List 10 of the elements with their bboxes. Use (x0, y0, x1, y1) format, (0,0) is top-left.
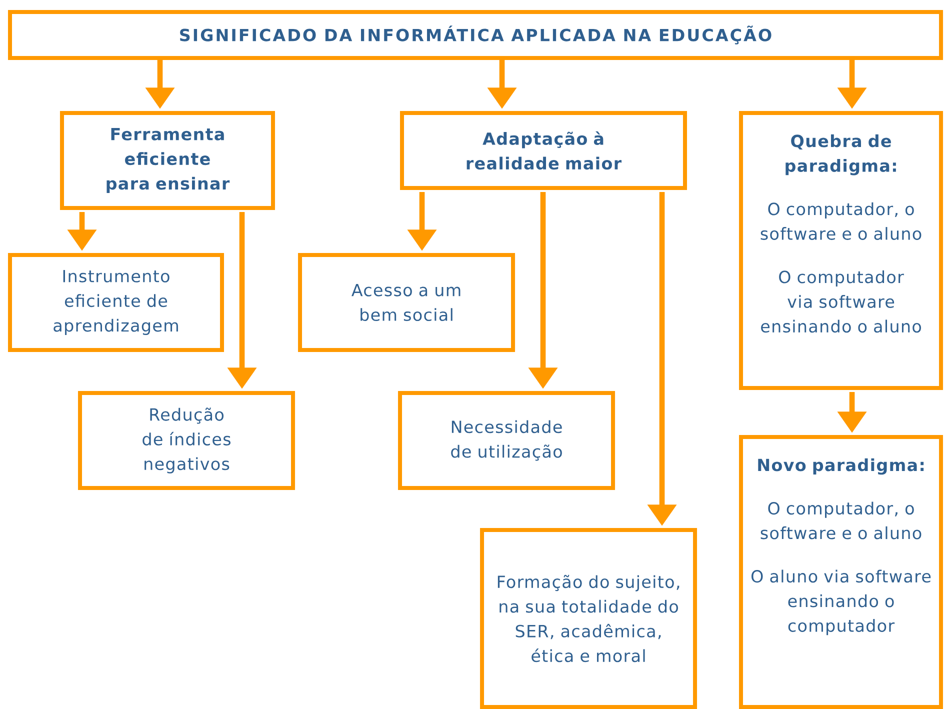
process-box: Acesso a um bem social (298, 253, 516, 352)
heading-box: Novo paradigma: O computador, o software e o aluno O aluno via software ensinando o computador (739, 435, 944, 709)
heading-box: Ferramenta eficiente para ensinar (60, 111, 275, 210)
heading-box: Adaptação à realidade maior (400, 111, 687, 190)
process-box: Redução de índices negativos (78, 391, 296, 490)
title-banner: SIGNIFICADO DA INFORMÁTICA APLICADA NA EDUCAÇÃO (8, 10, 944, 60)
process-box: Necessidade de utilização (398, 391, 616, 490)
heading-box: Quebra de paradigma: O computador, o software e o aluno O computador via software ensinando o aluno (739, 111, 944, 390)
process-box: Formação do sujeito, na sua totalidade do SER, acadêmica, ética e moral (480, 528, 698, 709)
process-box: Instrumento eficiente de aprendizagem (8, 253, 224, 352)
